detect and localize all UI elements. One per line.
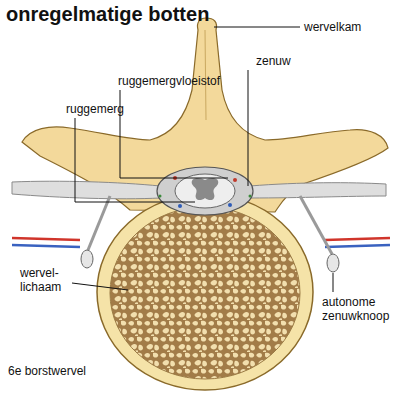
- part-label: ruggemergvloeistof: [118, 74, 220, 88]
- part-label: wervel- lichaam: [20, 266, 70, 294]
- vertebral-body: [97, 194, 313, 390]
- part-label: autonome zenuwknoop: [322, 295, 396, 323]
- title: onregelmatige botten: [6, 2, 209, 26]
- spinal-canal: [157, 167, 253, 215]
- grey-matter: [192, 178, 219, 200]
- ganglion: [327, 254, 339, 272]
- spinal-cord: [175, 174, 235, 208]
- leader-lines: [72, 27, 333, 292]
- caption: 6e borstwervel: [8, 364, 86, 378]
- ganglion: [81, 250, 93, 268]
- part-label: wervelkam: [304, 20, 361, 34]
- part-label: ruggemerg: [66, 102, 124, 116]
- part-label: zenuw: [256, 54, 291, 68]
